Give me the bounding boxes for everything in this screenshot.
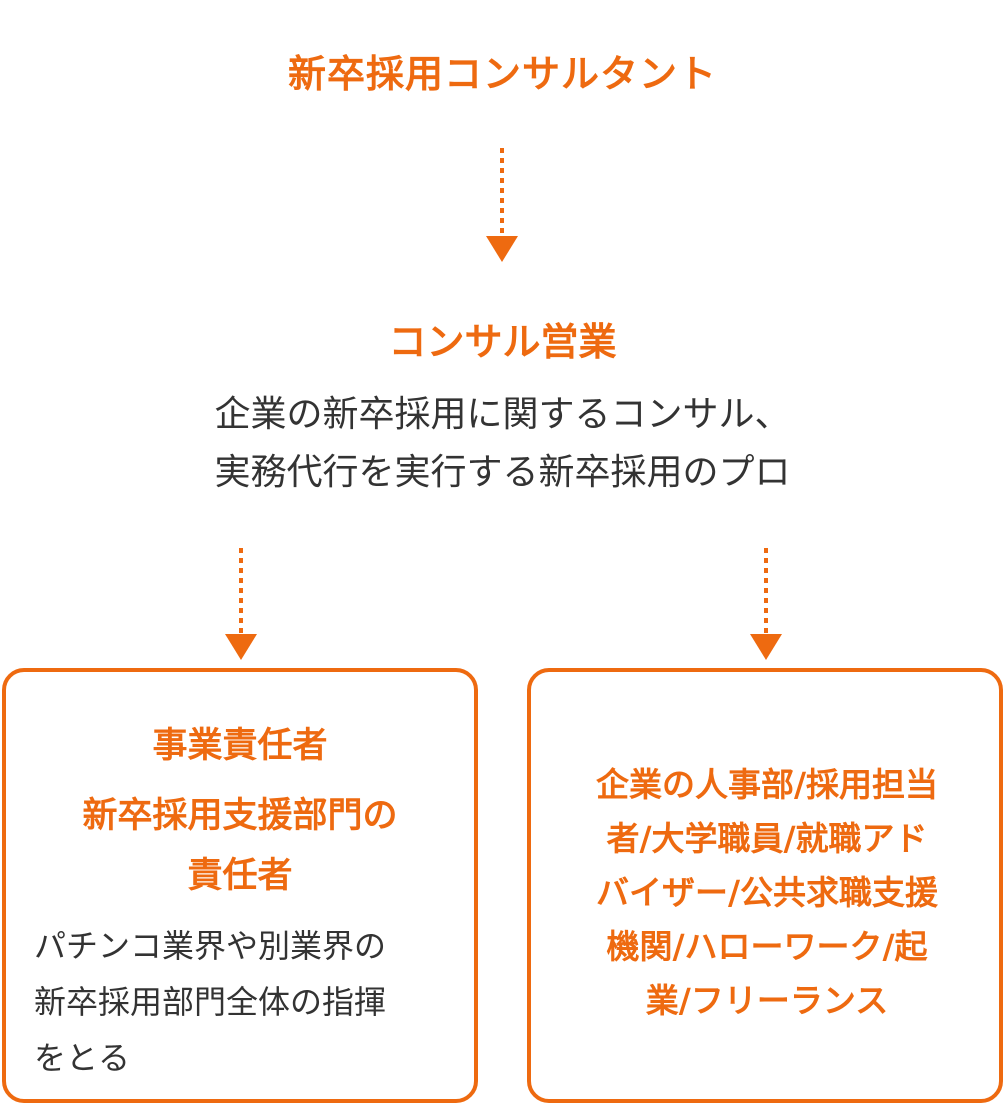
- middle-node-title: コンサル営業: [388, 320, 617, 364]
- middle-description-line: 企業の新卒採用に関するコンサル、: [214, 394, 791, 435]
- dotted-down-arrow-icon: [225, 548, 257, 660]
- left-box-description: パチンコ業界や別業界の 新卒採用部門全体の指揮 をとる: [34, 918, 444, 1086]
- middle-node-description: 企業の新卒採用に関するコンサル、 実務代行を実行する新卒採用のプロ: [0, 386, 1005, 502]
- left-career-box: 事業責任者 新卒採用支援部門の 責任者 パチンコ業界や別業界の 新卒採用部門全体…: [2, 668, 478, 1103]
- right-box-line: バイザー/公共求職支援: [595, 873, 939, 912]
- left-description-line: 新卒採用部門全体の指揮: [34, 983, 387, 1021]
- top-node-title: 新卒採用コンサルタント: [287, 52, 717, 96]
- right-box-line: 者/大学職員/就職アド: [606, 819, 928, 858]
- dotted-down-arrow-icon: [750, 548, 782, 660]
- right-box-text: 企業の人事部/採用担当 者/大学職員/就職アド バイザー/公共求職支援 機関/ハ…: [557, 758, 977, 1028]
- right-box-line: 機関/ハローワーク/起: [606, 927, 928, 966]
- right-box-line: 企業の人事部/採用担当: [595, 765, 939, 804]
- left-description-line: をとる: [34, 1039, 131, 1077]
- left-description-line: パチンコ業界や別業界の: [34, 927, 387, 965]
- middle-description-line: 実務代行を実行する新卒採用のプロ: [214, 452, 791, 493]
- left-subheading-line: 新卒採用支援部門の: [82, 796, 398, 836]
- left-box-heading: 事業責任者: [152, 726, 328, 766]
- right-career-box: 企業の人事部/採用担当 者/大学職員/就職アド バイザー/公共求職支援 機関/ハ…: [527, 668, 1003, 1103]
- left-subheading-line: 責任者: [187, 856, 293, 896]
- left-box-subheading: 新卒採用支援部門の 責任者: [6, 786, 474, 906]
- dotted-down-arrow-icon: [486, 148, 518, 262]
- right-box-line: 業/フリーランス: [645, 981, 889, 1020]
